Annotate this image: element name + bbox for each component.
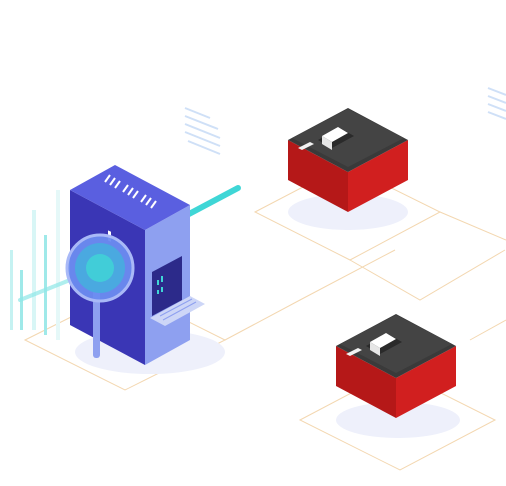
printer-top-side bbox=[348, 140, 408, 212]
printer-bottom-front bbox=[336, 346, 396, 418]
server-with-magnifier-icon bbox=[65, 165, 205, 365]
server-screen-readout bbox=[157, 276, 163, 294]
server-keyboard-keys bbox=[159, 298, 197, 321]
printer-top-paper bbox=[322, 127, 348, 142]
printer-bottom-button bbox=[346, 348, 362, 356]
light-bars bbox=[10, 190, 60, 340]
server-to-printer-link bbox=[224, 249, 396, 341]
receipt-printer-icon bbox=[288, 108, 408, 212]
printer-top-button bbox=[298, 142, 314, 150]
magnifier-icon bbox=[65, 233, 135, 358]
printer-bottom-paper bbox=[370, 333, 396, 348]
server-vent-lines bbox=[104, 174, 157, 209]
decor-hatch-right bbox=[487, 87, 506, 120]
server-keyboard bbox=[150, 296, 205, 326]
printer-bottom-edge-link bbox=[469, 319, 506, 341]
printer-top-right-link bbox=[349, 249, 506, 301]
server-top-face bbox=[70, 165, 190, 230]
decor-hatch-left bbox=[184, 107, 221, 155]
receipt-printer-icon bbox=[336, 314, 456, 418]
printer-top-edge-link bbox=[439, 211, 506, 241]
printer-bottom-side bbox=[396, 346, 456, 418]
printer-top-front bbox=[288, 140, 348, 212]
server-screen bbox=[152, 256, 182, 316]
